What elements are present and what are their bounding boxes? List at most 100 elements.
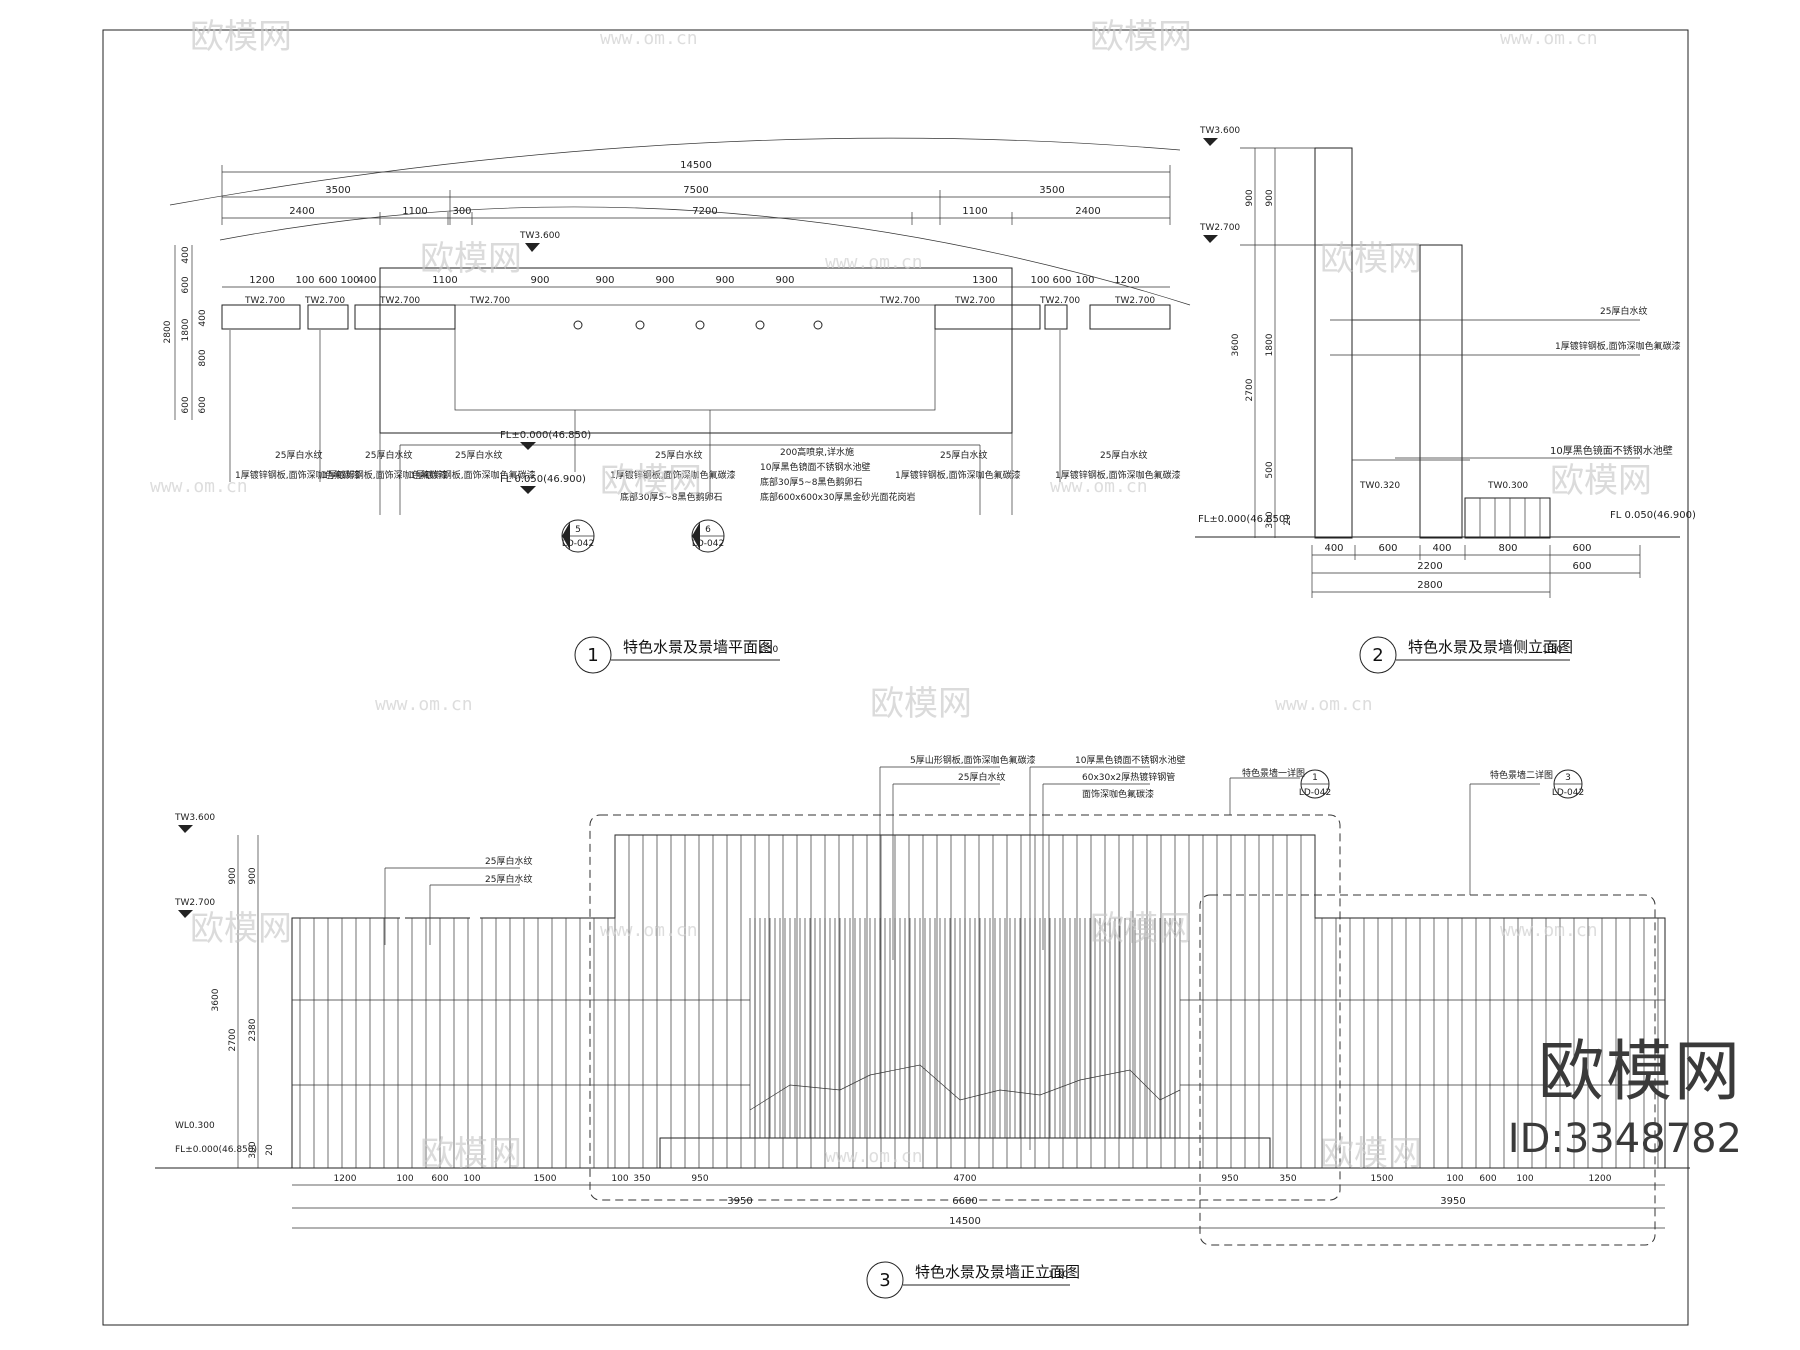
side-dim2-2: 600 (1572, 561, 1591, 572)
front-level-fl: FL±0.000(46.850) (175, 1145, 257, 1155)
plan-level-tw2700-4: TW2.700 (469, 296, 510, 306)
side-fl-1: FL±0.000(46.850) (1198, 514, 1289, 525)
plan-note-l2-2: 1厚镀锌钢板,面饰深咖色氟碳漆 (322, 469, 448, 481)
front-detail-box-1 (589, 814, 1341, 1201)
side-view: 900 2700 3600 900 1800 500 300 20 TW3.60… (1195, 126, 1696, 674)
front-dim-label: 100 (1516, 1174, 1533, 1184)
plan-dim-low-6: 2400 (1075, 206, 1100, 217)
plan-note-right-2: 1厚镀锌钢板,面饰深咖色氟碳漆 (895, 469, 1021, 481)
front-dim3-1: 14500 (949, 1216, 981, 1227)
front-note-left-2: 25厚白水纹 (485, 873, 532, 885)
watermark-url: www.om.cn (150, 476, 248, 497)
plan-note-l2-1: 25厚白水纹 (365, 449, 412, 461)
plan-inner-3: 900 (595, 275, 614, 286)
front-view: 900 3600 2700 900 2380 300 20 TW3.600 TW… (155, 754, 1690, 1299)
side-level-tw3600: TW3.600 (1199, 126, 1240, 136)
plan-note-l3-1: 25厚白水纹 (455, 449, 502, 461)
plan-callout-5-n: 5 (575, 525, 581, 535)
fountain-nozzle (635, 320, 645, 330)
watermark-logo: 欧模网 (1320, 239, 1422, 279)
side-column-1 (1314, 147, 1353, 539)
side-dim-3: 400 (1432, 543, 1451, 554)
plan-note-c-4: 10厚黑色镜面不锈钢水池壁 (760, 461, 870, 473)
front-dim-label: 100 (1446, 1174, 1463, 1184)
front-dim-label: 600 (431, 1174, 448, 1184)
plan-seg-r-1: 100 (1030, 275, 1049, 286)
plan-callout-6-ref: LD-042 (692, 539, 724, 549)
side-note-3: 10厚黑色镜面不锈钢水池壁 (1550, 444, 1673, 457)
side-title: 特色水景及景墙侧立面图 (1408, 638, 1573, 656)
plan-note-c-5: 底部30厚5~8黑色鹅卵石 (760, 476, 862, 488)
front-v-inner-4: 20 (265, 1144, 275, 1156)
plan-inner-5: 900 (715, 275, 734, 286)
pebble-pool (379, 267, 1013, 434)
brand-logo-text: 欧模网 (1538, 1033, 1742, 1110)
side-scale: 1:30 (1542, 645, 1562, 655)
side-pool (1464, 497, 1551, 539)
front-title: 特色水景及景墙正立面图 (915, 1263, 1080, 1281)
side-dim-4: 800 (1498, 543, 1517, 554)
front-dim2-3: 3950 (1440, 1196, 1465, 1207)
front-level-tw3600: TW3.600 (174, 813, 215, 823)
side-v-outer-3: 3600 (1231, 333, 1241, 356)
plan-note-left-1: 25厚白水纹 (275, 449, 322, 461)
level-triangle (520, 486, 536, 494)
plan-inner-7: 1300 (972, 275, 997, 286)
fountain-nozzle (755, 320, 765, 330)
plan-level-tw2700-3: TW2.700 (379, 296, 420, 306)
plan-fl-1: FL±0.000(46.850) (500, 430, 591, 441)
side-v-inner-1: 900 (1265, 189, 1275, 206)
front-detail-1-n: 1 (1312, 773, 1318, 783)
plan-level-markers: TW3.600 TW2.700 TW2.700 TW2.700 TW2.700 … (244, 231, 1155, 494)
plan-dim-mid-3: 3500 (1039, 185, 1064, 196)
side-number: 2 (1372, 645, 1383, 666)
plan-note-c-7: 底部30厚5~8黑色鹅卵石 (620, 491, 722, 503)
plan-level-tw2700-6: TW2.700 (954, 296, 995, 306)
plan-callout-5: 5 LD-042 (561, 519, 595, 553)
front-dim-label: 100 (396, 1174, 413, 1184)
watermark-url: www.om.cn (825, 252, 923, 273)
level-triangle (520, 442, 536, 450)
front-dim-label: 1200 (334, 1174, 357, 1184)
front-title-block: 3 特色水景及景墙正立面图 1:30 (866, 1261, 1080, 1299)
side-dim3-1: 2800 (1417, 580, 1442, 591)
plan-title: 特色水景及景墙平面图 (623, 638, 773, 656)
plan-note-c-1: 25厚白水纹 (655, 449, 702, 461)
side-note-1: 25厚白水纹 (1600, 305, 1647, 317)
front-dim-label: 100 (611, 1174, 628, 1184)
watermark-logo: 欧模网 (420, 1134, 522, 1174)
front-v-inner-1: 900 (248, 867, 258, 884)
plan-inner-1: 1100 (432, 275, 457, 286)
front-v-outer-2: 3600 (211, 988, 221, 1011)
front-detail-3-ref: LD-042 (1552, 788, 1584, 798)
side-note-2: 1厚镀锌钢板,面饰深咖色氟碳漆 (1555, 340, 1681, 352)
front-v-inner-3: 300 (248, 1141, 258, 1158)
front-note-left-1: 25厚白水纹 (485, 855, 532, 867)
plan-seg-r-4: 1200 (1114, 275, 1139, 286)
watermark-logo: 欧模网 (1550, 461, 1652, 501)
plan-v-outer: 2800 (163, 320, 173, 343)
plan-scale: 1:50 (758, 645, 778, 655)
side-v-inner-3: 500 (1265, 461, 1275, 478)
front-number: 3 (879, 1270, 890, 1291)
side-v-outer-1: 900 (1245, 189, 1255, 206)
plan-inner-2: 900 (530, 275, 549, 286)
plan-fl-2: FL 0.050(46.900) (500, 474, 586, 485)
front-level-wl0300: WL0.300 (175, 1121, 215, 1131)
plan-number: 1 (587, 645, 598, 666)
plan-v-6: 600 (181, 396, 191, 413)
plan-seg-l-1: 1200 (249, 275, 274, 286)
plan-seg-l-3: 600 (318, 275, 337, 286)
plan-dim-low-1: 2400 (289, 206, 314, 217)
inner-pool (454, 304, 936, 411)
plan-v-5: 800 (198, 349, 208, 366)
plan-callout-5-ref: LD-042 (562, 539, 594, 549)
front-dim-label: 950 (1221, 1174, 1238, 1184)
side-dim-5: 600 (1572, 543, 1591, 554)
front-dim2-2: 6600 (952, 1196, 977, 1207)
front-level-tw2700: TW2.700 (174, 898, 215, 908)
front-detail-3-n: 3 (1565, 773, 1571, 783)
plan-arc-2 (219, 206, 1191, 306)
plan-inner-4: 900 (655, 275, 674, 286)
